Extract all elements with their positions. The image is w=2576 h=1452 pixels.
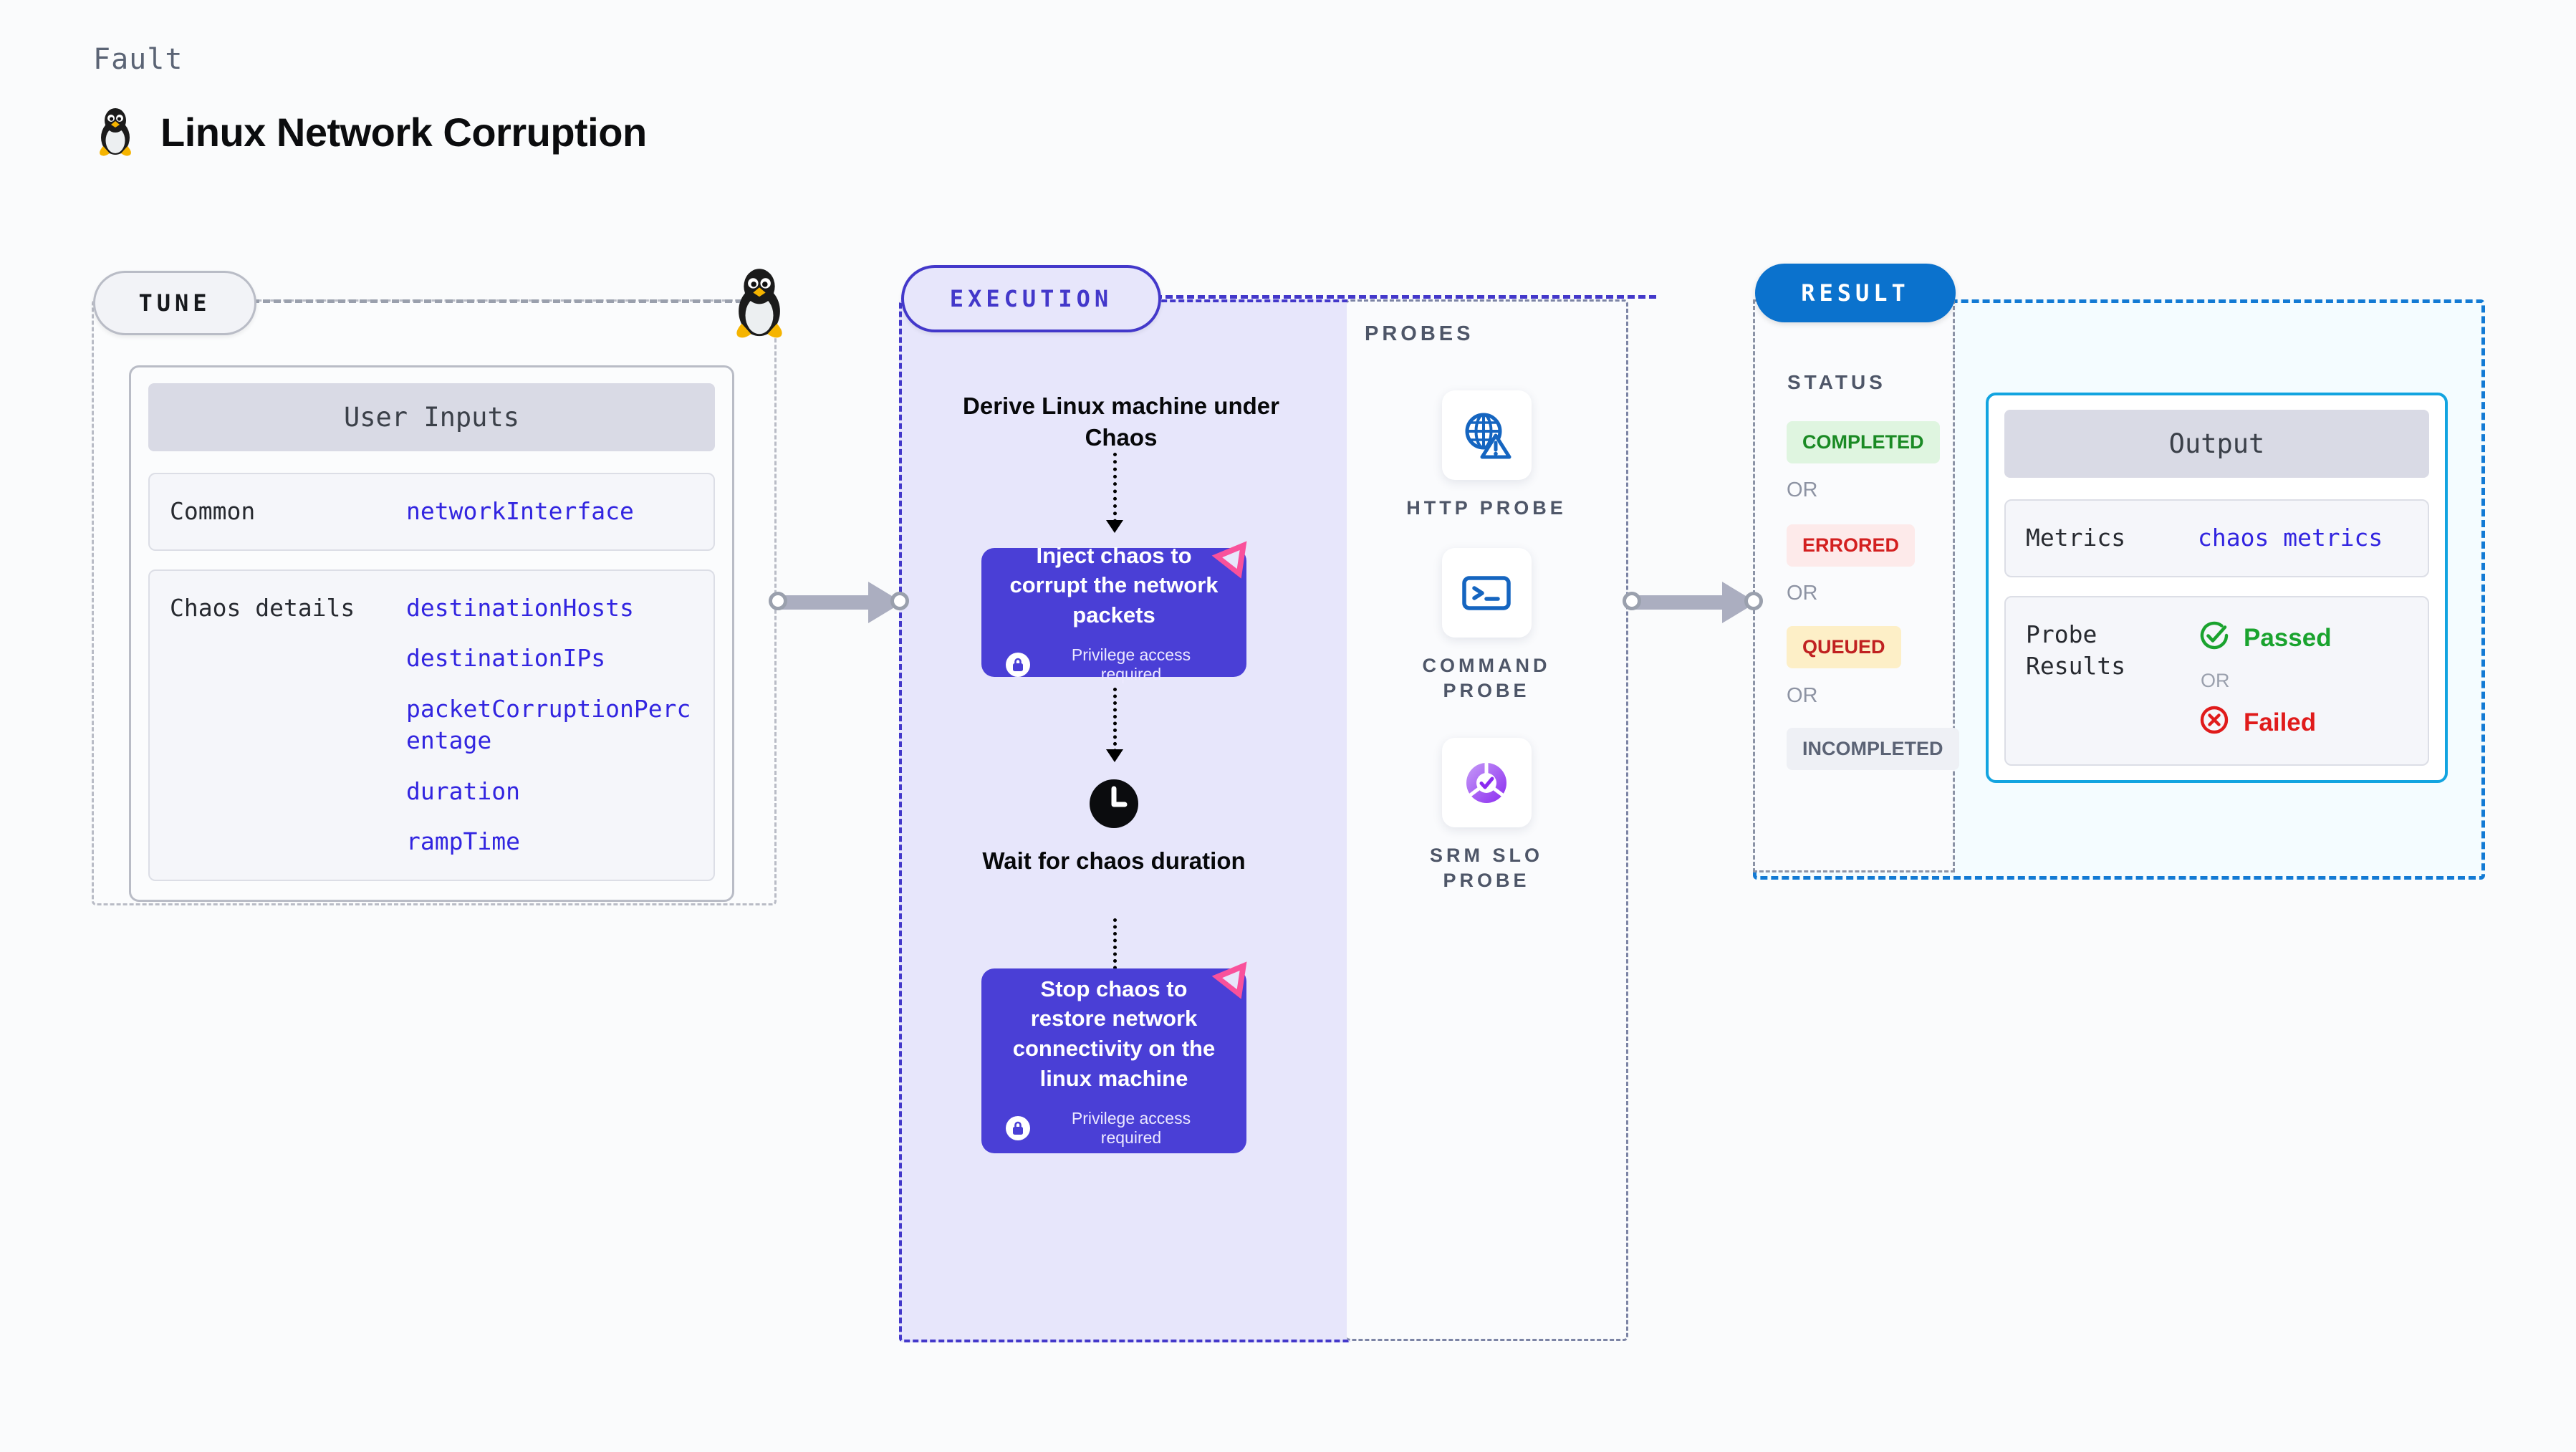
terminal-icon bbox=[1441, 548, 1532, 638]
probes-title: PROBES bbox=[1365, 322, 1474, 345]
input-value[interactable]: networkInterface bbox=[406, 497, 634, 525]
input-value[interactable]: destinationIPs bbox=[406, 644, 606, 673]
user-inputs-card: User Inputs Common networkInterface Chao… bbox=[129, 365, 734, 902]
lock-icon bbox=[1006, 653, 1030, 678]
slo-donut-check-icon bbox=[1441, 738, 1532, 827]
flow-arrow-down bbox=[1106, 688, 1123, 762]
connector-endpoint-dot bbox=[1744, 592, 1763, 610]
status-title: STATUS bbox=[1787, 371, 1886, 393]
execution-card-inject[interactable]: Inject chaos to corrupt the network pack… bbox=[981, 541, 1247, 683]
globe-warning-icon bbox=[1441, 390, 1532, 480]
input-value[interactable]: duration bbox=[406, 777, 520, 805]
status-badge-completed: COMPLETED bbox=[1787, 421, 1940, 463]
page-title: Linux Network Corruption bbox=[160, 110, 647, 155]
clock-icon bbox=[1087, 777, 1140, 830]
status-badge-queued: QUEUED bbox=[1787, 626, 1901, 668]
or-label: OR bbox=[1787, 684, 1818, 707]
output-row-probe-results: Probe Results Passed OR bbox=[2004, 595, 2429, 766]
status-badge-errored: ERRORED bbox=[1787, 524, 1916, 567]
execution-badge[interactable]: EXECUTION bbox=[901, 265, 1161, 332]
probe-result-passed-label: Passed bbox=[2244, 624, 2332, 653]
tune-badge[interactable]: TUNE bbox=[93, 271, 256, 335]
input-row-key: Common bbox=[170, 497, 256, 525]
input-value[interactable]: destinationHosts bbox=[406, 593, 634, 622]
flow-arrow-down bbox=[1106, 453, 1123, 533]
output-row-metrics: Metrics chaos metrics bbox=[2004, 499, 2429, 577]
x-circle-icon bbox=[2198, 703, 2231, 743]
connector-endpoint-dot bbox=[890, 592, 909, 610]
output-metrics-value[interactable]: chaos metrics bbox=[2198, 524, 2383, 552]
execution-card-stop[interactable]: Stop chaos to restore network connectivi… bbox=[981, 961, 1247, 1153]
execution-card-title: Inject chaos to corrupt the network pack… bbox=[1009, 542, 1219, 628]
tune-connector-dash bbox=[252, 299, 754, 303]
execution-step-derive-label: Derive Linux machine under Chaos bbox=[963, 393, 1279, 451]
privilege-note: Privilege access required bbox=[1006, 645, 1222, 684]
input-row-key: Chaos details bbox=[170, 593, 355, 622]
execution-connector-dash bbox=[1155, 295, 1656, 299]
litmus-logo-icon bbox=[1205, 950, 1262, 1007]
privilege-note-text: Privilege access required bbox=[1071, 1109, 1191, 1148]
output-card: Output Metrics chaos metrics Probe Resul… bbox=[1986, 393, 2448, 783]
connector-probes-to-result bbox=[1631, 582, 1756, 623]
input-row-chaos-details: Chaos details destinationHosts destinati… bbox=[148, 569, 715, 881]
probe-result-failed-label: Failed bbox=[2244, 708, 2317, 737]
or-label: OR bbox=[2201, 669, 2230, 691]
probe-label: SRM SLO PROBE bbox=[1429, 845, 1543, 892]
output-row-key: Metrics bbox=[2026, 524, 2126, 552]
privilege-note-text: Privilege access required bbox=[1071, 645, 1191, 684]
lock-icon bbox=[1006, 1116, 1030, 1141]
output-header: Output bbox=[2004, 410, 2429, 478]
status-badge-incompleted: INCOMPLETED bbox=[1787, 728, 1959, 770]
tux-penguin-icon bbox=[724, 264, 795, 338]
probe-label: COMMAND PROBE bbox=[1422, 655, 1551, 702]
status-subpanel bbox=[1753, 299, 1955, 872]
fault-eyebrow: Fault bbox=[93, 43, 183, 76]
probe-http[interactable]: HTTP PROBE bbox=[1397, 390, 1576, 521]
connector-endpoint-dot bbox=[769, 592, 787, 610]
or-label: OR bbox=[1787, 582, 1818, 605]
privilege-note: Privilege access required bbox=[1006, 1109, 1222, 1148]
page-header: Fault Linux Network Corruption bbox=[93, 43, 647, 160]
input-value[interactable]: rampTime bbox=[406, 827, 520, 856]
connector-endpoint-dot bbox=[1623, 592, 1641, 610]
probe-srm-slo[interactable]: SRM SLO PROBE bbox=[1397, 738, 1576, 893]
user-inputs-header: User Inputs bbox=[148, 383, 715, 451]
input-row-common: Common networkInterface bbox=[148, 473, 715, 551]
or-label: OR bbox=[1787, 479, 1818, 501]
check-circle-icon bbox=[2198, 619, 2231, 658]
litmus-logo-icon bbox=[1205, 529, 1262, 587]
probe-label: HTTP PROBE bbox=[1406, 497, 1567, 519]
execution-step-wait-label: Wait for chaos duration bbox=[982, 847, 1246, 874]
connector-tune-to-execution bbox=[777, 582, 903, 623]
execution-card-title: Stop chaos to restore network connectivi… bbox=[1012, 976, 1216, 1091]
output-row-key: Probe Results bbox=[2026, 620, 2126, 681]
tux-penguin-icon bbox=[93, 105, 138, 160]
result-badge[interactable]: RESULT bbox=[1755, 264, 1956, 322]
probe-result-failed: Failed bbox=[2198, 703, 2332, 743]
probe-result-passed: Passed bbox=[2198, 619, 2332, 658]
probe-command[interactable]: COMMAND PROBE bbox=[1397, 548, 1576, 703]
input-value[interactable]: packetCorruptionPercentage bbox=[406, 694, 691, 755]
